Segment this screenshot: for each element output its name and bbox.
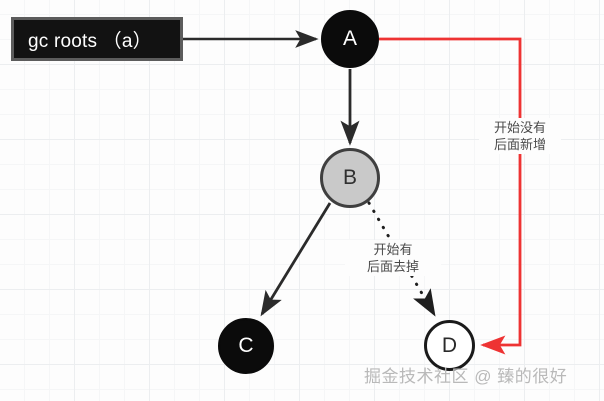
node-c: C [218,318,274,374]
node-d: D [424,320,475,371]
node-c-label: C [238,334,254,357]
edge-a-to-d-red [379,37,522,355]
dotted-edge-label-line2: 后面去掉 [366,259,419,274]
red-edge-label-line1: 开始没有 [493,120,546,135]
dotted-edge-label: 开始有 后面去掉 [345,240,441,276]
node-b-label: B [342,166,357,189]
red-edge-label-line2: 后面新增 [493,137,546,152]
gc-roots-label: gc roots （a） [28,30,152,52]
node-a: A [321,10,379,68]
watermark: 掘金技术社区 @ 臻的很好 [364,367,568,386]
node-b: B [320,148,380,208]
edge-b-to-c [260,202,332,317]
node-d-label: D [441,333,458,357]
gc-roots-box: gc roots （a） [11,17,183,61]
dotted-edge-label-line1: 开始有 [373,242,413,257]
node-a-label: A [342,27,357,50]
red-edge-label: 开始没有 后面新增 [479,118,561,154]
